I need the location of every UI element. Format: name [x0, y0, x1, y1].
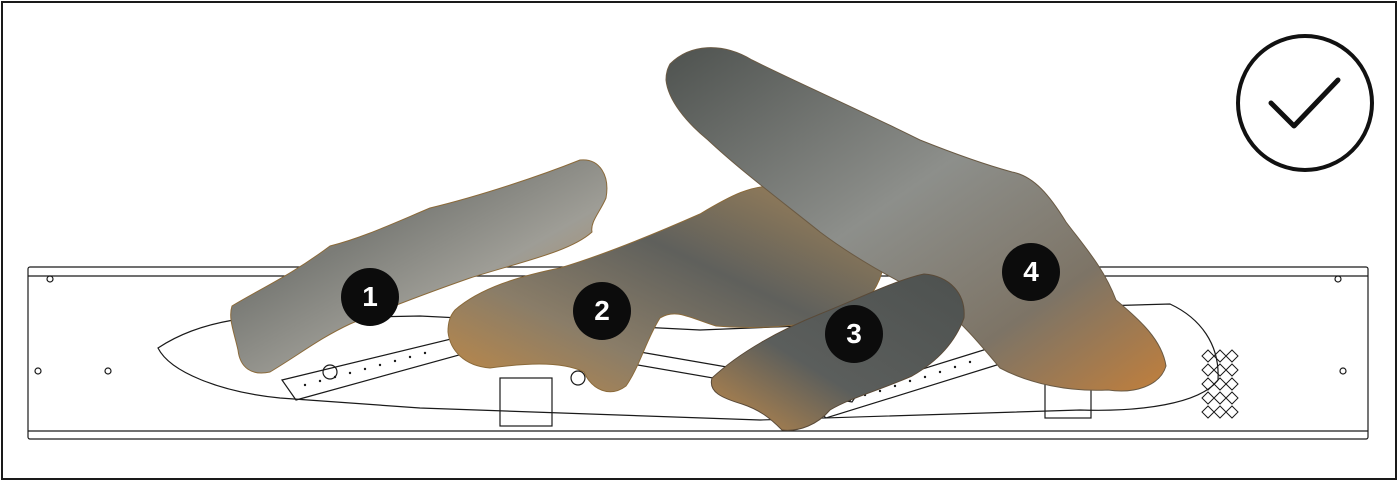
log-number-badge-3: 3 — [825, 305, 883, 363]
log-number-badge-1: 1 — [341, 268, 399, 326]
check-circle-icon — [1238, 36, 1372, 170]
log-number-badge-2: 2 — [573, 282, 631, 340]
vent-grille — [1202, 350, 1238, 418]
log-number-badge-4: 4 — [1002, 243, 1060, 301]
